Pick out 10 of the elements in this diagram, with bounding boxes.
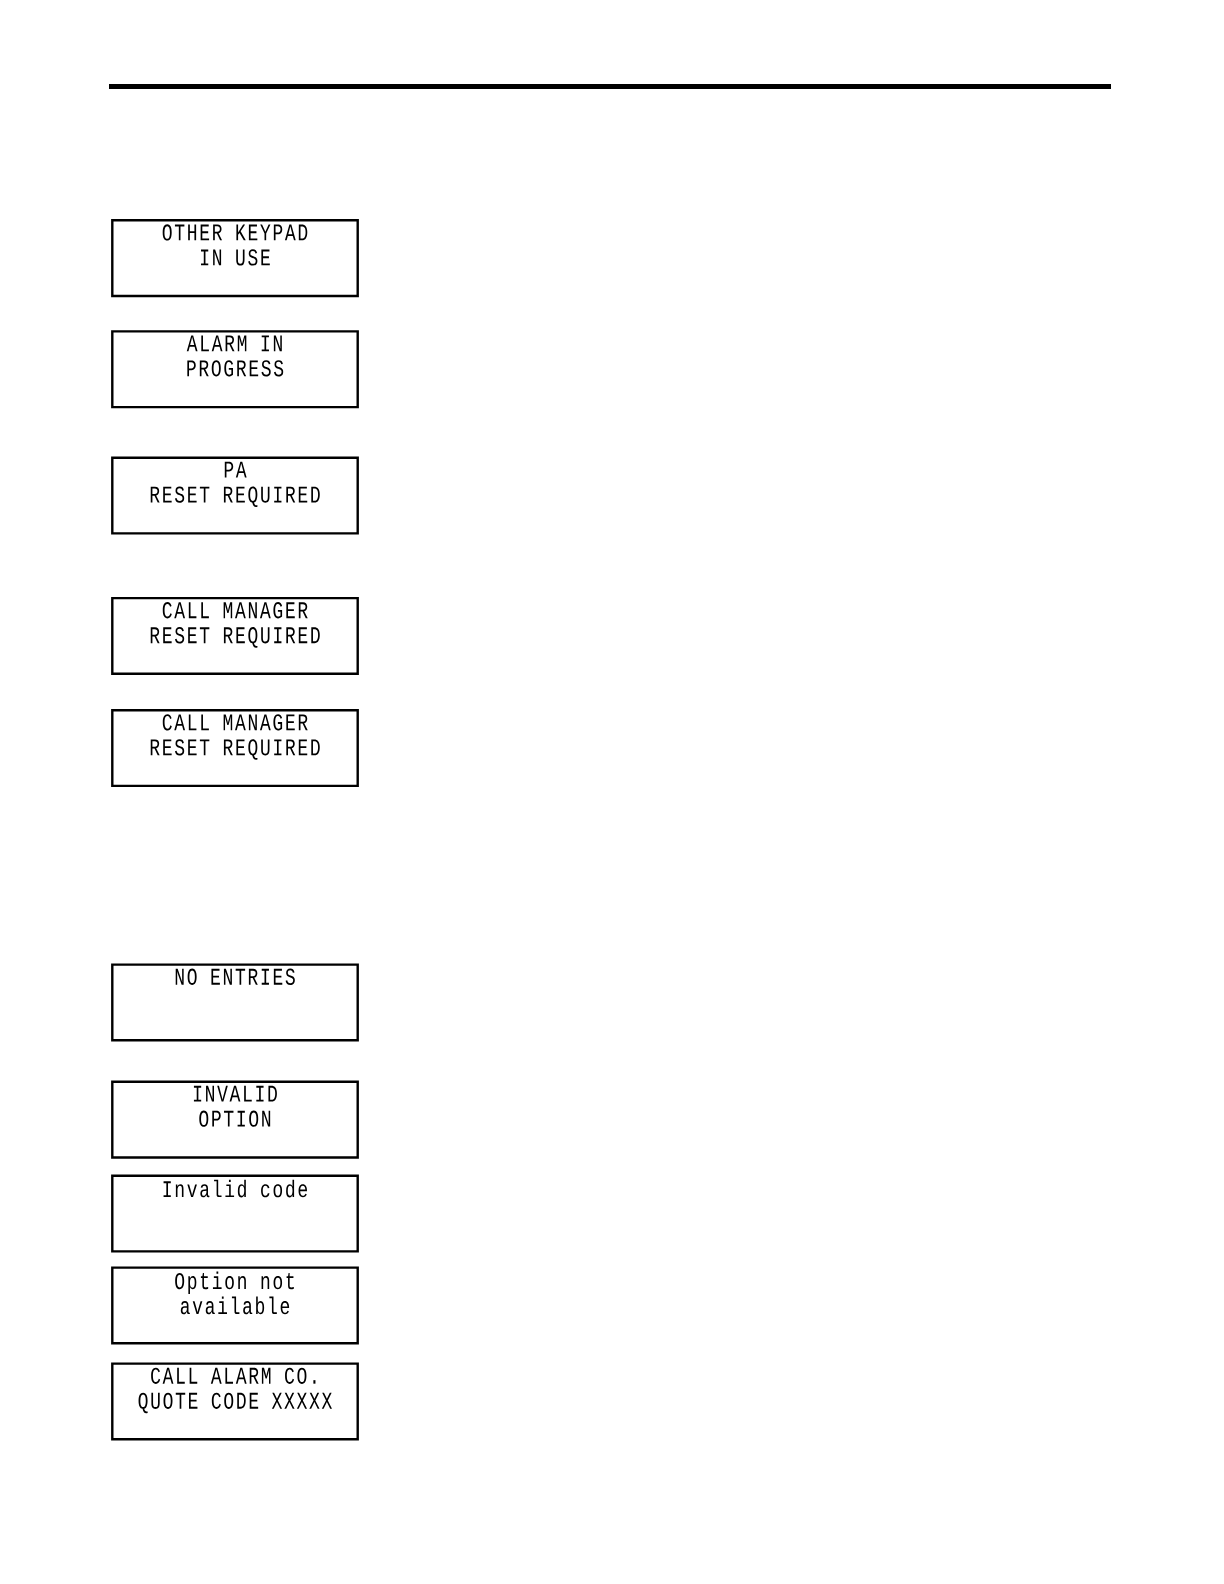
display-box: CALL MANAGER RESET REQUIRED <box>111 709 359 788</box>
display-box: Invalid code <box>111 1174 359 1253</box>
display-box: INVALID OPTION <box>111 1080 359 1159</box>
display-box: CALL MANAGER RESET REQUIRED <box>111 596 359 675</box>
display-box: OTHER KEYPAD IN USE <box>111 219 359 298</box>
display-box: Option not available <box>111 1266 359 1345</box>
display-box: ALARM IN PROGRESS <box>111 330 359 409</box>
display-box: CALL ALARM CO. QUOTE CODE XXXXX <box>111 1362 359 1441</box>
display-box: NO ENTRIES <box>111 963 359 1042</box>
display-box: PA RESET REQUIRED <box>111 456 359 535</box>
